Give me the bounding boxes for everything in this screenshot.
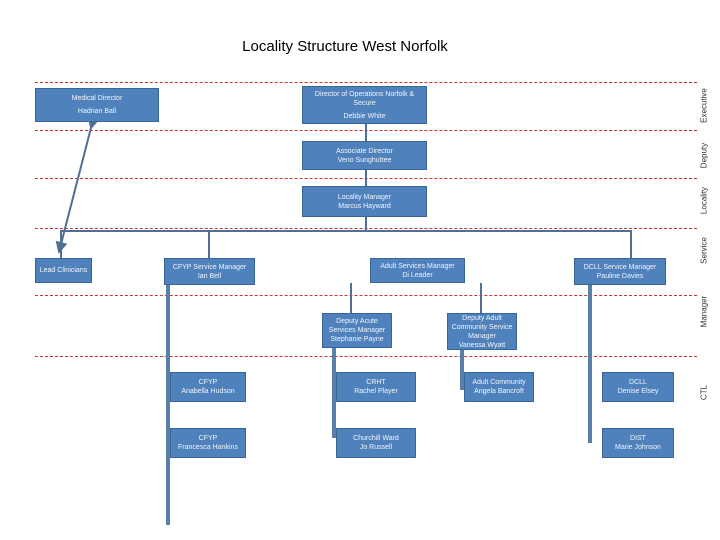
cfyp-team-box[interactable]: CFYP Francesca Hankins (170, 428, 246, 458)
cfyp-service-manager-box[interactable]: CFYP Service Manager Ian Bell (164, 258, 255, 285)
adult-community-box[interactable]: Adult Community Angela Bancroft (464, 372, 534, 402)
box-person: Francesca Hankins (178, 444, 238, 451)
connector-line (480, 283, 482, 313)
locality-manager-box[interactable]: Locality Manager Marcus Hayward (302, 186, 427, 217)
dcll-service-manager-box[interactable]: DCLL Service Manager Pauline Davies (574, 258, 666, 285)
box-person: Jo Russell (359, 444, 393, 451)
page-title: Locality Structure West Norfolk (242, 38, 448, 55)
box-person: Stephanie Payne (330, 336, 384, 343)
acute-rail (332, 348, 336, 438)
box-person: Vanessa Wyatt (458, 341, 506, 349)
medical-director-box[interactable]: Medical Director Hadrian Ball (35, 88, 159, 122)
adult-services-manager-box[interactable]: Adult Services Manager Di Leader (370, 258, 465, 283)
connector-line (208, 230, 210, 258)
box-role: Services Manager (328, 327, 386, 334)
adult-community-rail (460, 350, 464, 390)
connector-line (365, 123, 367, 141)
box-role: Lead Clinicians (39, 267, 88, 274)
box-role: CFYP (198, 379, 218, 386)
churchill-ward-box[interactable]: Churchill Ward Jo Russell (336, 428, 416, 458)
connector-line (365, 217, 367, 231)
dist-box[interactable]: DIST Marie Johnson (602, 428, 674, 458)
band-divider (35, 295, 697, 296)
box-role: Community Service (451, 323, 513, 331)
box-role: Medical Director (71, 95, 123, 102)
connector-line (350, 283, 352, 313)
box-role: CRHT (366, 379, 386, 386)
box-role: DIST (630, 435, 646, 442)
dcll-rail (588, 285, 592, 443)
box-role: DCLL Service Manager (583, 263, 657, 271)
box-role: Director of Operations Norfolk & (314, 90, 415, 98)
box-person: Hadrian Ball (77, 108, 117, 115)
crht-box[interactable]: CRHT Rachel Player (336, 372, 416, 402)
box-role: Deputy Acute (336, 318, 378, 325)
band-divider (35, 356, 697, 357)
box-role: Secure (353, 99, 376, 107)
box-role: Churchill Ward (353, 435, 399, 442)
box-person: Pauline Davies (596, 272, 644, 280)
connector-line (60, 230, 630, 232)
connector-line (630, 230, 632, 258)
deputy-acute-box[interactable]: Deputy Acute Services Manager Stephanie … (322, 313, 392, 348)
box-role: Associate Director (336, 147, 393, 155)
box-role: Deputy Adult (462, 314, 502, 322)
box-role: Locality Manager (337, 193, 392, 201)
box-person: Rachel Player (354, 388, 398, 395)
dcll-box[interactable]: DCLL Denise Elsey (602, 372, 674, 402)
box-person: Marie Johnson (615, 444, 661, 451)
box-person: Ian Bell (197, 272, 222, 280)
box-person: Denise Elsey (617, 388, 659, 395)
box-role: Manager (468, 332, 496, 340)
box-role: CFYP (198, 435, 218, 442)
box-person: Angela Bancroft (474, 388, 524, 395)
lead-clinicians-box[interactable]: Lead Clinicians (35, 258, 92, 283)
box-person: Anabella Hudson (181, 388, 235, 395)
box-person: Di Leader (402, 271, 433, 279)
cfyp-team-box[interactable]: CFYP Anabella Hudson (170, 372, 246, 402)
associate-director-box[interactable]: Associate Director Veno Sunghuttee (302, 141, 427, 170)
box-role: Adult Services Manager (380, 262, 455, 270)
box-person: Marcus Hayward (338, 202, 391, 210)
box-person: Debbie White (343, 112, 386, 120)
deputy-adult-community-box[interactable]: Deputy Adult Community Service Manager V… (447, 313, 517, 350)
cfyp-rail (166, 285, 170, 525)
box-role: DCLL (629, 379, 647, 386)
director-of-operations-box[interactable]: Director of Operations Norfolk & Secure … (302, 86, 427, 124)
connector-line (365, 170, 367, 186)
box-role: Adult Community (472, 379, 526, 386)
band-divider (35, 82, 697, 83)
box-role: CFYP Service Manager (172, 263, 247, 271)
box-person: Veno Sunghuttee (337, 156, 392, 164)
